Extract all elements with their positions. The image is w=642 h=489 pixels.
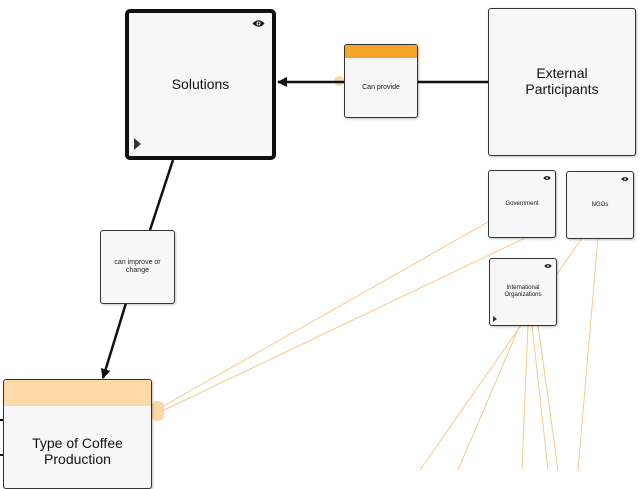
connector-government-to-coffee-2[interactable] [159,237,526,413]
connector-intorg-down-2[interactable] [521,324,529,470]
connector-intorg-down-1[interactable] [457,324,521,470]
connector-government-to-coffee[interactable] [159,221,489,409]
node-solutions[interactable]: Solutions [125,9,276,160]
node-government[interactable]: Government [488,170,556,238]
edge-solutions-to-improve-label[interactable] [148,159,175,231]
eye-icon[interactable] [252,19,265,28]
edge-label-can-provide[interactable]: Can provide [344,44,418,118]
edge-label-can-improve-or-change[interactable]: can improve or change [100,230,175,304]
play-icon[interactable] [493,316,497,322]
eye-icon[interactable] [544,263,552,269]
play-icon[interactable] [134,138,141,150]
node-international-organizations-label: International Organizations [504,285,542,298]
node-type-of-coffee-production[interactable]: Type of Coffee Production [3,379,152,489]
node-type-of-coffee-production-label: Type of Coffee Production [32,435,123,467]
node-solutions-label: Solutions [171,75,230,92]
edge-label-can-provide-text: Can provide [362,84,400,92]
connector-port-coffee[interactable] [151,401,164,421]
eye-icon[interactable] [621,176,629,182]
eye-icon[interactable] [543,175,551,181]
connector-ngos-down-2[interactable] [577,237,599,470]
node-ngos-label: NGOs [591,201,609,208]
edge-improve-label-to-coffee[interactable] [100,302,128,379]
node-international-organizations[interactable]: International Organizations [489,258,557,326]
node-header [4,380,151,406]
edge-label-header [345,45,417,58]
connector-intorg-down-3[interactable] [531,324,549,470]
edge-label-can-improve-or-change-text: can improve or change [114,258,161,274]
node-ngos[interactable]: NGOs [566,171,634,239]
node-external-participants[interactable]: External Participants [488,8,636,156]
node-external-participants-label: External Participants [525,65,599,97]
connector-intorg-down-4[interactable] [537,324,559,470]
node-government-label: Government [505,200,539,207]
